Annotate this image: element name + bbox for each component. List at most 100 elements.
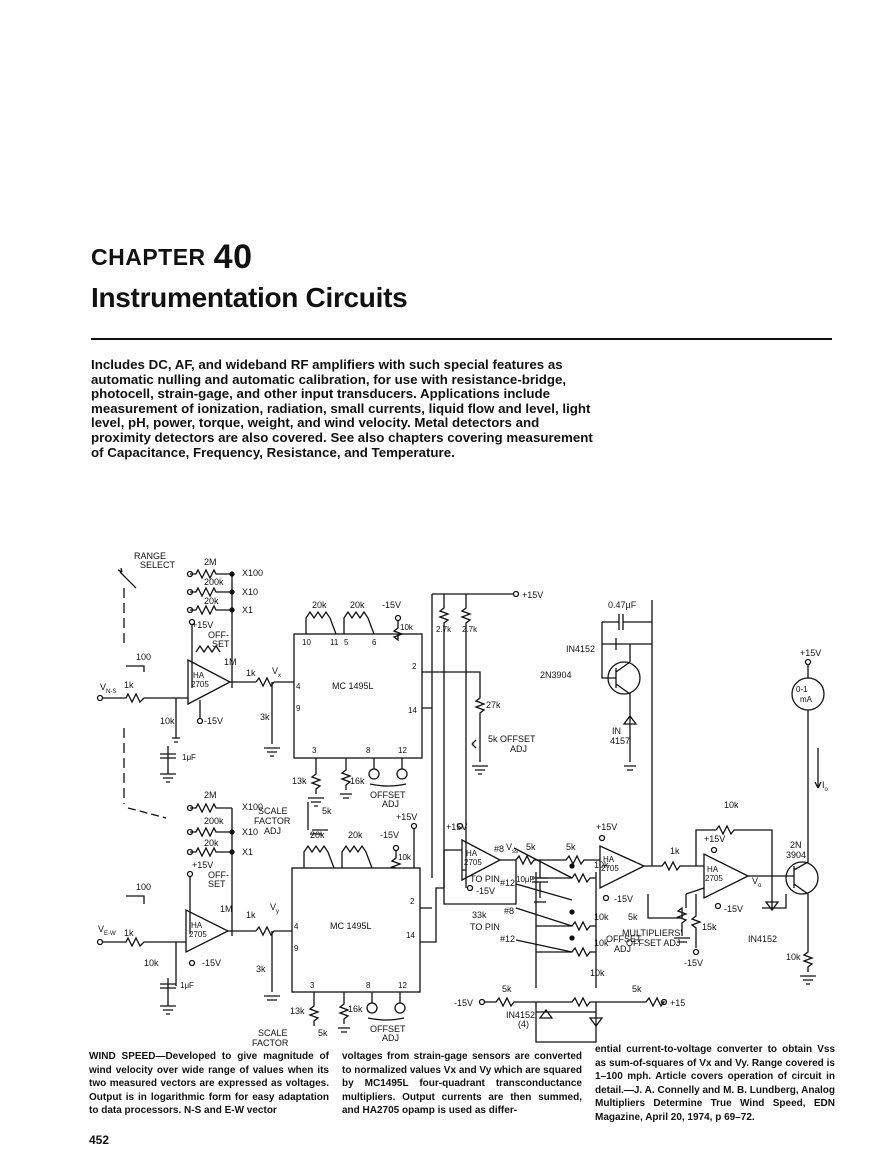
caption-column-1: WIND SPEED—Developed to give magnitude o…	[89, 1051, 329, 1117]
label-minus15-ew: -15V	[202, 958, 221, 968]
offset-adj-m2-b: ADJ	[382, 1033, 399, 1043]
label-20k-m2a: 20k	[310, 830, 325, 840]
offset-out-b: ADJ	[614, 944, 631, 954]
vy: Vy	[270, 902, 279, 915]
label-047uf: 0.47μF	[608, 600, 637, 610]
vss: Vss	[506, 842, 518, 855]
label-minus15-log: -15V	[614, 894, 633, 904]
label-minus15-15k: -15V	[684, 958, 703, 968]
label-in4157-a: IN	[612, 726, 621, 736]
opamp-sum	[461, 838, 502, 882]
vew: VE-W	[98, 924, 116, 937]
transistor-2n3904-out	[785, 861, 819, 895]
label-20k-b: 20k	[204, 838, 219, 848]
pin6-top: 6	[372, 638, 377, 647]
label-1uf-ns: 1μF	[182, 753, 196, 762]
label-10k-ns: 10k	[160, 716, 175, 726]
label-offset-b: SET	[212, 639, 230, 649]
opamp-log-label-b: 2705	[601, 864, 619, 873]
label-x10-b: X10	[242, 827, 258, 837]
offset-adj-label-inline: ADJ	[510, 744, 527, 754]
label-200k: 200k	[204, 577, 224, 587]
label-minus15-sum: -15V	[476, 886, 495, 896]
multiplier-offset-adj: #8 TO PIN #12 #8 TO PIN #12 10k 10k 10k …	[454, 844, 685, 1043]
label-10k-madj-4: 10k	[590, 968, 605, 978]
pin9-top: 9	[296, 704, 301, 713]
label-10k-madj-2: 10k	[594, 912, 609, 922]
label-5k-vss-b: 5k	[566, 842, 576, 852]
opamp-ew-label-b: 2705	[189, 930, 207, 939]
opamp-ew	[185, 908, 230, 954]
pin12-top: 12	[398, 746, 407, 755]
label-offset-a: OFF-	[208, 630, 229, 640]
label-10k-madj-3: 10k	[594, 938, 609, 948]
mc1495-bottom-label: MC 1495L	[330, 921, 372, 931]
opamp-sum-label-a: HA	[466, 849, 478, 858]
label-5k-m2: 5k	[318, 1028, 328, 1038]
pin8-ref-a: #8	[494, 844, 504, 854]
multipliers-label-b: OFFSET ADJ	[626, 938, 680, 948]
label-offset-b2: SET	[208, 879, 226, 889]
mc1495-top-label: MC 1495L	[332, 681, 374, 691]
pin12-bottom: 12	[398, 981, 407, 990]
opamp-ns	[187, 658, 232, 706]
label-10k-fb: 10k	[724, 800, 739, 810]
label-10k-emitter: 10k	[786, 952, 801, 962]
label-in4152-out: IN4152	[748, 934, 777, 944]
scale-factor-m1-c: ADJ	[264, 826, 281, 836]
vx: Vx	[272, 666, 281, 679]
offset-adj-m2-a: OFFSET	[370, 1024, 406, 1034]
opamp-ew-label-a: HA	[191, 921, 203, 930]
label-27k: 27k	[486, 700, 501, 710]
label-plus15-meter: +15V	[800, 648, 821, 658]
caption-column-3: ential current-to-voltage converter to o…	[595, 1044, 835, 1123]
label-20k-m1a: 20k	[312, 600, 327, 610]
label-10uf: 10μF	[516, 875, 535, 884]
label-minus15-madj: -15V	[454, 998, 473, 1008]
label-13k-b: 13k	[290, 1006, 305, 1016]
pin2-top: 2	[412, 662, 417, 671]
label-1k-vx: 1k	[246, 668, 256, 678]
label-16k-top: 16k	[350, 776, 365, 786]
label-plus15-m2: +15V	[396, 812, 417, 822]
label-1uf-ew: 1μF	[180, 981, 194, 990]
label-100-b: 100	[136, 882, 151, 892]
label-plus15-madj: +15	[670, 998, 685, 1008]
label-1m: 1M	[224, 657, 237, 667]
label-2n3904: 2N3904	[540, 670, 572, 680]
label-20k-m1b: 20k	[350, 600, 365, 610]
pin4-top: 4	[296, 682, 301, 691]
resistor-200k	[190, 586, 232, 598]
label-10k-ew: 10k	[144, 958, 159, 968]
pin5-top: 5	[344, 638, 349, 647]
opamp-ns-label-a: HA	[193, 671, 205, 680]
label-3k-top: 3k	[260, 712, 270, 722]
pin3-bottom: 3	[310, 981, 315, 990]
pin12-ref-a: #12	[500, 878, 515, 888]
pin4-bottom: 4	[294, 922, 299, 931]
label-x100-b: X100	[242, 802, 263, 812]
label-x1: X1	[242, 605, 253, 615]
opamp-out	[703, 852, 750, 900]
to-pin-b: TO PIN	[470, 922, 500, 932]
range-select-line1: RANGE	[134, 551, 166, 561]
label-10k-madj-1: 10k	[594, 860, 609, 870]
label-plus15-log: +15V	[596, 822, 617, 832]
meter	[791, 677, 825, 711]
label-10k-m2: 10k	[398, 853, 412, 862]
pin9-bottom: 9	[294, 944, 299, 953]
label-x100: X100	[242, 568, 263, 578]
label-minus15-m2: -15V	[380, 830, 399, 840]
offset-label-inline: OFFSET	[500, 734, 536, 744]
pin14-bottom: 14	[406, 931, 415, 940]
multiplier-top	[293, 633, 423, 759]
label-offset-b1: OFF-	[208, 870, 229, 880]
label-in4152-top: IN4152	[566, 644, 595, 654]
pin10-top: 10	[302, 638, 311, 647]
label-x10: X10	[242, 587, 258, 597]
label-2m: 2M	[204, 557, 217, 567]
resistor-20k	[190, 604, 232, 616]
chapter-word: CHAPTER	[91, 244, 206, 270]
label-5k-offset: 5k	[488, 734, 498, 744]
